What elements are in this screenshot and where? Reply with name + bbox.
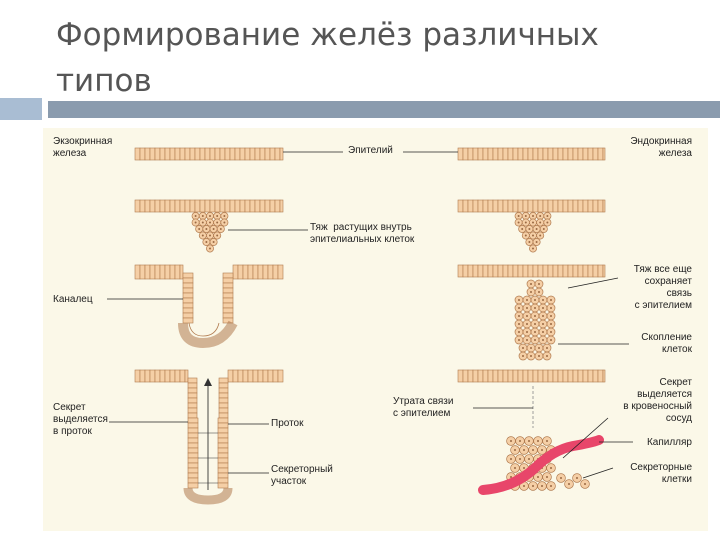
gland-formation-diagram: Экзокринная железа Эндокринная железа Эп… xyxy=(43,128,708,531)
title-accent-bar xyxy=(0,98,42,120)
label-connection-lost: Утрата связи с эпителием xyxy=(393,396,454,419)
label-secretory-part: Секреторный участок xyxy=(271,464,333,487)
slide-title: Формирование желёз различных типов xyxy=(56,17,599,99)
leader-cord-connected xyxy=(567,277,619,289)
duct-structure xyxy=(134,369,284,489)
growing-cord-endocrine xyxy=(457,199,606,253)
canal-lumen xyxy=(188,322,220,337)
epithelium-exocrine xyxy=(134,147,284,161)
label-cord-connected: Тяж все еще сохраняет связь с эпителием xyxy=(633,264,692,311)
capillary-vessel xyxy=(478,435,604,495)
label-exocrine-gland: Экзокринная железа xyxy=(53,136,113,159)
label-duct: Проток xyxy=(271,418,304,429)
label-endocrine-gland: Эндокринная железа xyxy=(630,136,692,159)
gland-illustration xyxy=(107,147,633,505)
label-cell-cluster: Скопление клеток xyxy=(641,332,692,355)
leader-secretory-cells xyxy=(582,467,614,479)
label-secretion-into-blood: Секрет выделяется в кровеносный сосуд xyxy=(623,377,692,424)
label-secretion-into-duct: Секрет выделяется в проток xyxy=(53,402,108,437)
duct-arrow xyxy=(204,378,212,386)
label-secretory-cells: Секреторные клетки xyxy=(630,462,692,485)
label-canal: Каналец xyxy=(53,294,93,305)
label-capillary: Капилляр xyxy=(646,437,692,448)
leader-secretion-blood xyxy=(562,417,609,459)
canal-bottom xyxy=(178,320,238,349)
title-underline-bar xyxy=(48,101,720,118)
label-epithelium: Эпителий xyxy=(348,145,393,156)
secretory-bottom xyxy=(183,487,233,505)
label-growing-cord: Тяж растущих внутрь эпителиальных клеток xyxy=(310,222,415,245)
epithelium-endocrine xyxy=(457,147,606,161)
growing-cord-exocrine xyxy=(134,199,284,253)
cell-cluster-endocrine xyxy=(457,264,606,361)
canal-structure xyxy=(134,264,284,324)
